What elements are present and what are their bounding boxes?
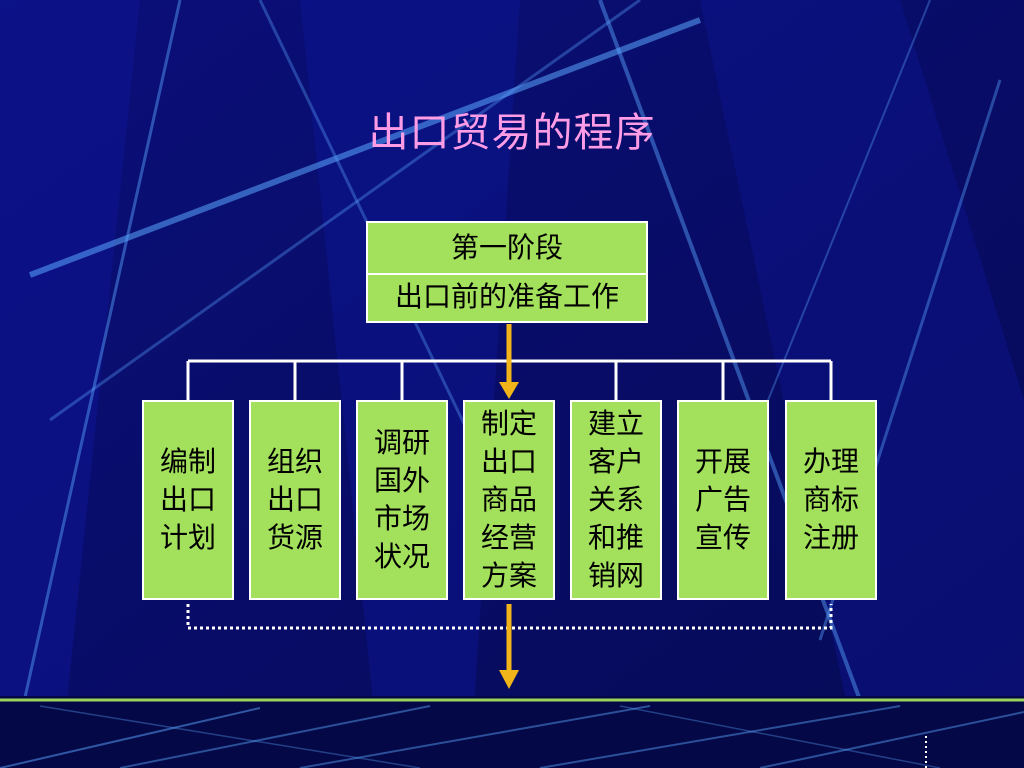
step-label: 组织出口货源 — [266, 445, 323, 554]
step-box: 组织出口货源 — [249, 400, 341, 600]
step-label: 建立客户关系和推销网 — [587, 407, 644, 592]
stage-label: 第一阶段 — [368, 223, 646, 275]
stage-box: 第一阶段 出口前的准备工作 — [366, 221, 648, 323]
step-label: 调研国外市场状况 — [373, 426, 430, 573]
step-box: 建立客户关系和推销网 — [570, 400, 662, 600]
step-label: 办理商标注册 — [802, 445, 859, 554]
step-box: 办理商标注册 — [785, 400, 877, 600]
arrow-down-icon — [499, 324, 519, 399]
step-box: 编制出口计划 — [142, 400, 234, 600]
stage-name: 出口前的准备工作 — [394, 280, 619, 313]
arrow-down-icon — [499, 604, 519, 689]
step-box: 制定出口商品经营方案 — [463, 400, 555, 600]
step-label: 编制出口计划 — [159, 445, 216, 554]
page-title: 出口贸易的程序 — [368, 110, 656, 156]
step-label: 制定出口商品经营方案 — [480, 407, 537, 592]
step-box: 调研国外市场状况 — [356, 400, 448, 600]
dotted-bracket — [186, 604, 833, 630]
step-box: 开展广告宣传 — [677, 400, 769, 600]
step-label: 开展广告宣传 — [694, 445, 751, 554]
